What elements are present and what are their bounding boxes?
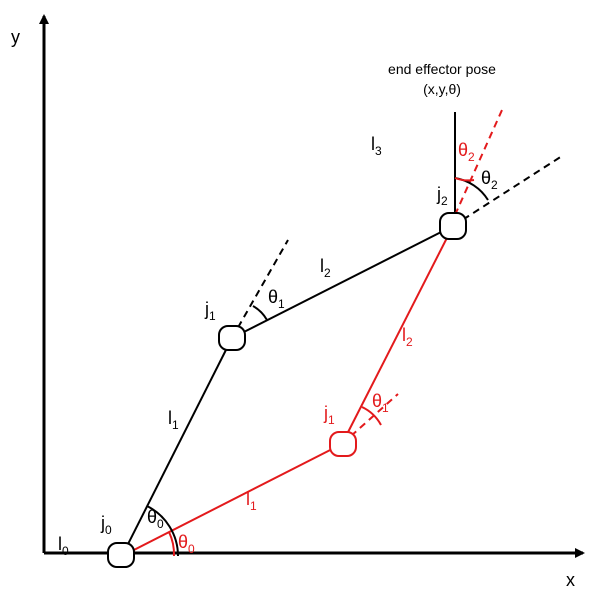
- joint-2: [439, 212, 467, 240]
- black-theta1-extension: [231, 239, 289, 339]
- label-theta2-black: θ2: [481, 168, 498, 192]
- red-theta0-arc: [168, 531, 176, 557]
- label-theta1-black: θ1: [268, 287, 285, 311]
- label-l1-black: l1: [168, 408, 179, 432]
- label-l2-red: l2: [402, 325, 413, 349]
- red-link-2: [341, 225, 454, 445]
- label-l3: l3: [371, 134, 382, 158]
- label-l2-black: l2: [320, 256, 331, 280]
- black-theta2-extension: [452, 155, 563, 227]
- label-j0: j0: [100, 513, 112, 537]
- x-axis-label: x: [566, 570, 575, 590]
- red-theta2-arc: [454, 177, 475, 182]
- joint-0: [107, 542, 135, 568]
- label-l0: l0: [58, 534, 69, 558]
- label-j1-black: j1: [204, 299, 216, 323]
- label-l1-red: l1: [246, 489, 257, 513]
- black-link-2: [231, 225, 454, 339]
- joint-1-black: [218, 325, 246, 351]
- end-effector-pose: (x,y,θ): [423, 81, 461, 97]
- y-axis-label: y: [11, 27, 20, 47]
- red-link-1: [121, 443, 343, 557]
- joint-1-red: [329, 431, 357, 457]
- label-j2: j2: [436, 184, 448, 208]
- label-theta0-red: θ0: [178, 532, 195, 556]
- black-theta1-arc: [252, 305, 268, 321]
- end-effector-title: end effector pose: [388, 61, 496, 77]
- label-theta1-red: θ1: [372, 391, 389, 415]
- label-theta0-black: θ0: [147, 507, 164, 531]
- label-theta2-red: θ2: [458, 140, 475, 164]
- black-theta0-arc: [146, 505, 179, 557]
- black-link-1: [121, 337, 233, 557]
- label-j1-red: j1: [323, 403, 335, 427]
- red-theta1-arc: [361, 406, 382, 426]
